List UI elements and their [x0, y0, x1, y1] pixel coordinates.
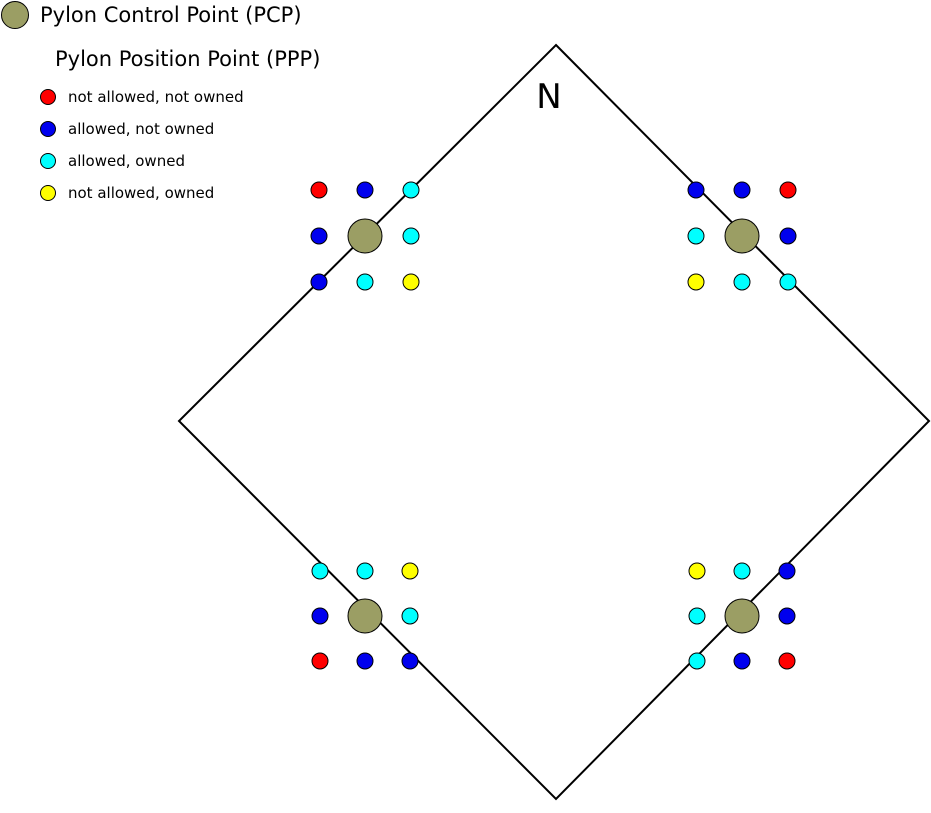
ppp-dot-red	[311, 652, 329, 670]
cyan-dot-icon	[40, 153, 56, 169]
yellow-dot-icon	[40, 185, 56, 201]
ppp-dot-yellow	[401, 562, 419, 580]
legend-item-allowed-not-owned: allowed, not owned	[40, 113, 244, 145]
pcp-circle-lower-right	[724, 598, 760, 634]
ppp-dot-blue	[778, 562, 796, 580]
ppp-dot-red	[779, 181, 797, 199]
ppp-dot-yellow	[688, 562, 706, 580]
legend-item-label: allowed, not owned	[68, 120, 215, 138]
ppp-dot-red	[778, 652, 796, 670]
ppp-dot-blue	[401, 652, 419, 670]
legend-item-not-allowed-owned: not allowed, owned	[40, 177, 244, 209]
pcp-legend-label: Pylon Control Point (PCP)	[40, 2, 302, 27]
ppp-dot-cyan	[311, 562, 329, 580]
ppp-dot-blue	[356, 181, 374, 199]
ppp-dot-blue	[733, 181, 751, 199]
legend-pcp-row: Pylon Control Point (PCP)	[1, 1, 302, 29]
legend-item-not-allowed-not-owned: not allowed, not owned	[40, 81, 244, 113]
ppp-dot-red	[310, 181, 328, 199]
legend-item-label: allowed, owned	[68, 152, 185, 170]
red-dot-icon	[40, 89, 56, 105]
ppp-dot-cyan	[401, 607, 419, 625]
ppp-dot-blue	[779, 227, 797, 245]
ppp-dot-cyan	[733, 562, 751, 580]
ppp-dot-cyan	[688, 607, 706, 625]
ppp-dot-cyan	[688, 652, 706, 670]
ppp-dot-yellow	[687, 273, 705, 291]
legend: Pylon Control Point (PCP) Pylon Position…	[0, 0, 420, 220]
ppp-dot-blue	[310, 227, 328, 245]
ppp-dot-cyan	[356, 562, 374, 580]
legend-items: not allowed, not owned allowed, not owne…	[40, 81, 244, 209]
blue-dot-icon	[40, 121, 56, 137]
ppp-dot-cyan	[402, 181, 420, 199]
ppp-dot-blue	[778, 607, 796, 625]
pcp-legend-circle-icon	[1, 1, 29, 29]
diamond-outline	[177, 43, 931, 801]
legend-item-label: not allowed, not owned	[68, 88, 244, 106]
ppp-dot-cyan	[733, 273, 751, 291]
ppp-dot-blue	[356, 652, 374, 670]
ppp-dot-yellow	[402, 273, 420, 291]
pcp-circle-lower-left	[347, 598, 383, 634]
north-label: N	[536, 77, 561, 117]
legend-item-allowed-owned: allowed, owned	[40, 145, 244, 177]
ppp-dot-cyan	[779, 273, 797, 291]
ppp-legend-title: Pylon Position Point (PPP)	[55, 47, 321, 71]
ppp-dot-blue	[311, 607, 329, 625]
ppp-dot-cyan	[687, 227, 705, 245]
legend-item-label: not allowed, owned	[68, 184, 215, 202]
ppp-dot-blue	[310, 273, 328, 291]
pcp-circle-upper-right	[724, 218, 760, 254]
ppp-dot-blue	[687, 181, 705, 199]
pcp-circle-upper-left	[347, 218, 383, 254]
ppp-dot-cyan	[402, 227, 420, 245]
ppp-dot-cyan	[356, 273, 374, 291]
ppp-dot-blue	[733, 652, 751, 670]
